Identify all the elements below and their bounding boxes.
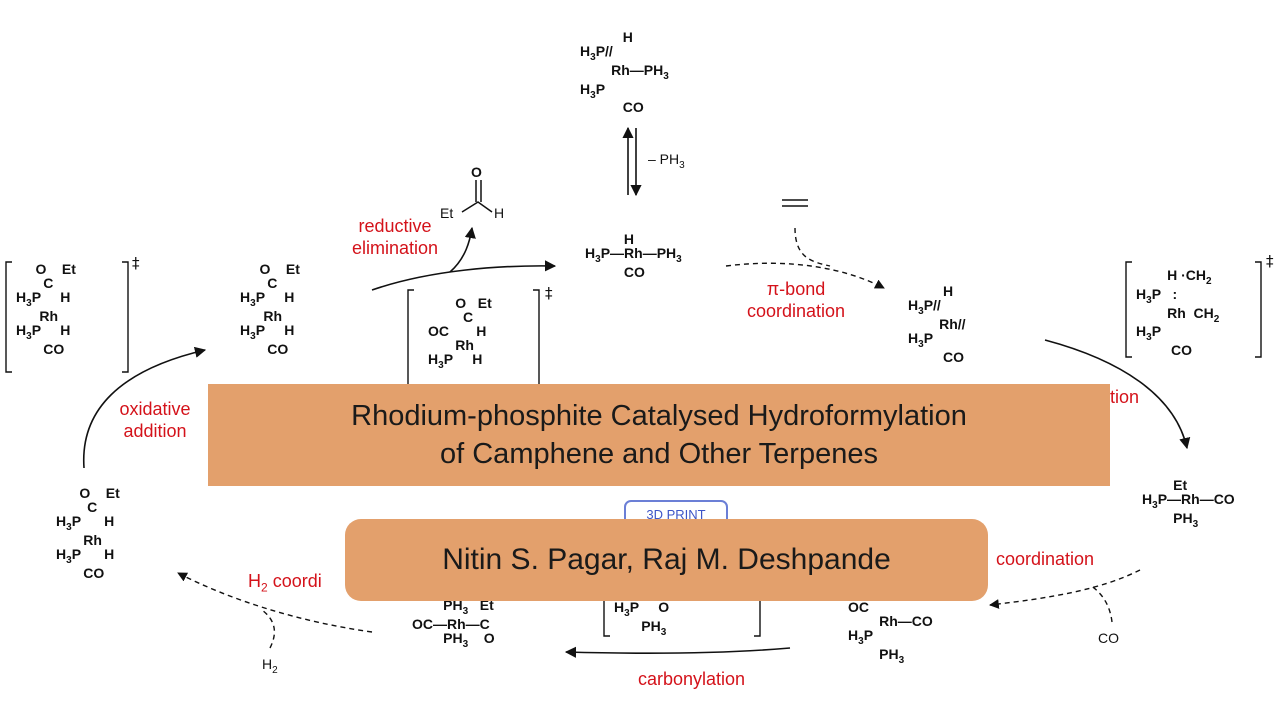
dagger-center: ‡ xyxy=(545,284,553,302)
oxidative-addition-arrow xyxy=(82,346,207,469)
propanal-label-o: O xyxy=(471,164,482,180)
mol-acyl-dihydride: O Et C H3P H Rh H3P H CO xyxy=(240,261,300,357)
label-oxidative-line1: oxidative xyxy=(119,399,191,419)
label-reductive-line2: elimination xyxy=(351,238,439,258)
h2-reagent-label: H2 xyxy=(262,656,278,676)
mol-center-rh: H H3P—Rh—PH3 CO xyxy=(585,231,682,280)
mol-bottom-ts: H3P O PH3 xyxy=(614,599,670,638)
label-co-coordination: coordination xyxy=(996,549,1095,569)
bracket-left-ts-open xyxy=(5,261,12,373)
label-reductive-elimination: reductive elimination xyxy=(340,215,450,259)
label-oxidative-addition: oxidative addition xyxy=(110,398,200,442)
ethylene-dashed-arrow xyxy=(794,227,831,267)
title-line-1: Rhodium-phosphite Catalysed Hydroformyla… xyxy=(351,400,967,432)
reductive-elimination-arrow xyxy=(371,260,557,291)
co-dashed-feed xyxy=(1089,584,1113,623)
label-right-partial: ition xyxy=(1106,387,1140,407)
mol-acyl-h2: O Et C H3P H Rh H3P H CO xyxy=(56,485,120,581)
co-reagent-label: CO xyxy=(1098,630,1119,646)
h2-coordination-arrow xyxy=(177,572,373,633)
minus-ph3-label: – PH3 xyxy=(648,151,685,171)
mol-left-ts: O Et C H3P H Rh H3P H CO xyxy=(16,261,76,357)
label-pi-bond-coordination: π-bond coordination xyxy=(734,278,858,322)
bracket-center-ts-close xyxy=(533,289,540,387)
bracket-bottom-ts-close xyxy=(754,595,761,637)
propanal-skeleton xyxy=(461,201,493,213)
title-banner: Rhodium-phosphite Catalysed Hydroformyla… xyxy=(208,384,1110,486)
label-h2-coordination: H2 coordi xyxy=(248,571,322,595)
mol-top-rh-hydride: H H3P// Rh—PH3 H3P CO xyxy=(580,29,669,116)
pi-coordination-arrow xyxy=(725,262,885,289)
dagger-right: ‡ xyxy=(1266,252,1274,270)
mol-co-complex: OC Rh—CO H3P PH3 xyxy=(848,599,933,666)
label-reductive-line1: reductive xyxy=(358,216,432,236)
carbonylation-arrow xyxy=(564,646,791,658)
aldehyde-release-arrow xyxy=(449,226,476,273)
insertion-arrow xyxy=(1044,339,1191,450)
bracket-right-ts-close xyxy=(1255,261,1262,358)
propanal-label-et: Et xyxy=(440,205,454,221)
label-oxidative-line2: addition xyxy=(123,421,187,441)
mol-center-ts: O Et C OC H Rh H3P H xyxy=(428,295,492,371)
title-line-2: of Camphene and Other Terpenes xyxy=(440,438,878,470)
bracket-center-ts-open xyxy=(407,289,414,387)
label-carbonylation: carbonylation xyxy=(638,669,746,689)
propanal-label-h: H xyxy=(494,205,505,221)
dagger-left: ‡ xyxy=(132,254,140,272)
bracket-right-ts-open xyxy=(1125,261,1132,358)
bracket-left-ts-close xyxy=(122,261,129,373)
mol-alkyl-complex: Et H3P—Rh—CO PH3 xyxy=(1142,477,1235,530)
label-pi-line1: π-bond xyxy=(766,279,826,299)
mol-right-ts: H ·CH2 H3P : Rh CH2 H3P CO xyxy=(1136,267,1220,359)
h2-dashed-feed xyxy=(261,609,276,649)
label-pi-line2: coordination xyxy=(746,301,846,321)
mol-pi-complex: H H3P// Rh// H3P CO xyxy=(908,283,966,365)
label-h2-text: coordi xyxy=(272,571,322,591)
bracket-bottom-ts-open xyxy=(603,595,610,637)
mol-acyl-complex: PH3 Et OC—Rh—C PH3 O xyxy=(412,597,495,650)
authors-banner: Nitin S. Pagar, Raj M. Deshpande xyxy=(345,519,988,601)
co-coordination-arrow xyxy=(989,569,1141,609)
